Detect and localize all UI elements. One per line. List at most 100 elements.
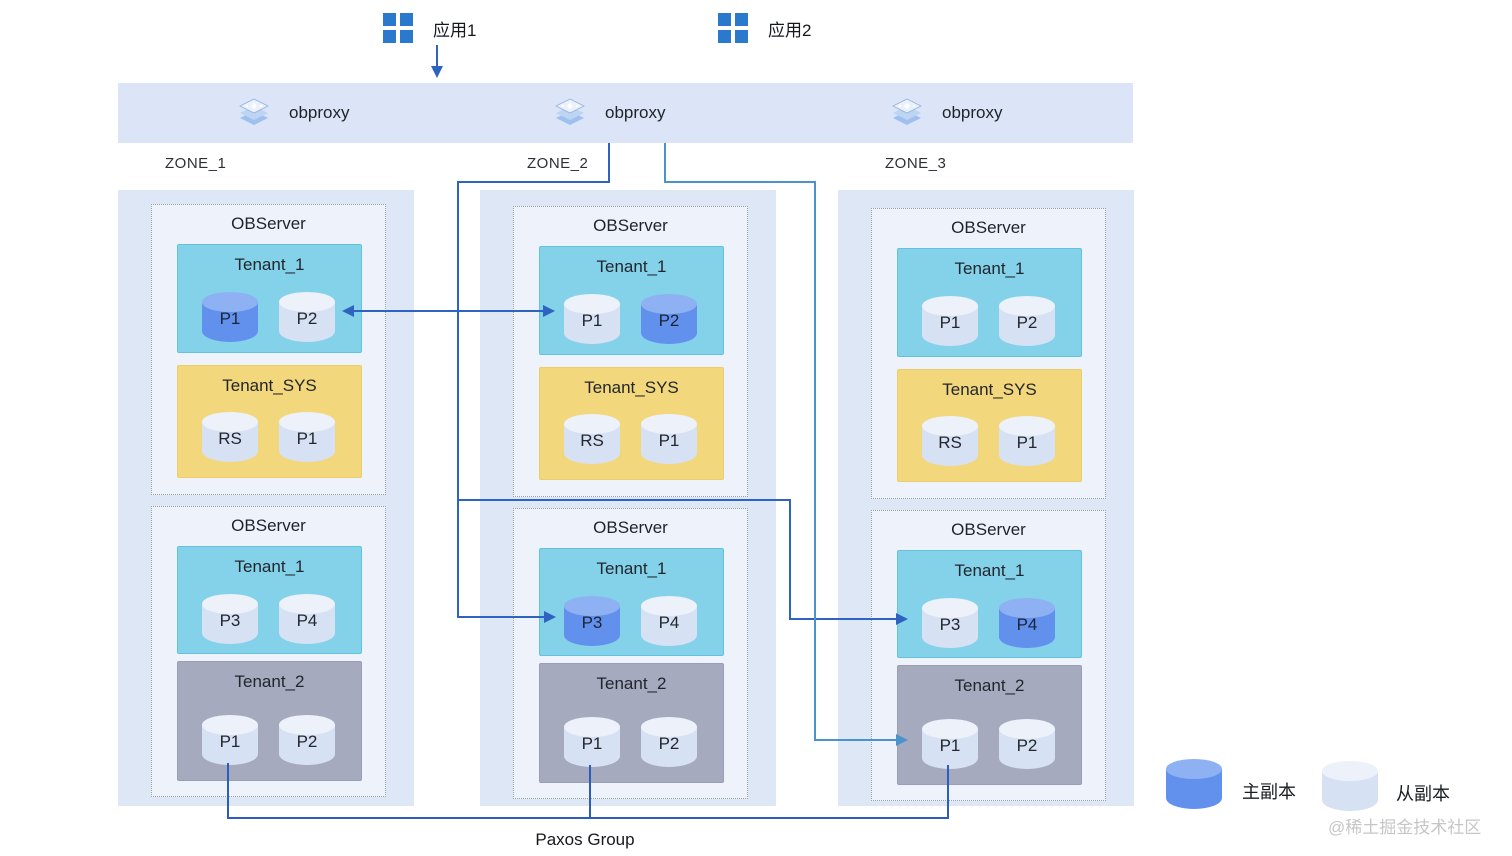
cylinder-top [999,719,1055,739]
observer-title: OBServer [231,516,306,535]
replica-label: P1 [219,309,241,328]
arrow-app1-to-obproxy [431,45,443,78]
replica-cylinder: P2 [279,715,335,765]
obproxy-2: obproxy [553,83,665,143]
tenant-box: Tenant_SYS RS P1 [897,369,1082,482]
cylinder-top [564,717,620,737]
cylinder-top [279,715,335,735]
obproxy-layers-icon [555,98,585,125]
tenant-box: Tenant_1 P3 P4 [177,546,362,654]
replica-label: P1 [219,732,241,751]
tenant-box: Tenant_1 P1 P2 [897,248,1082,357]
replica-label: P1 [939,313,961,332]
replica-cylinder: P2 [641,294,697,344]
tenant-box: Tenant_2 P1 P2 [177,661,362,781]
cylinder-top [279,594,335,614]
observer-title: OBServer [951,218,1026,237]
cylinder-top [202,412,258,432]
zone-3-label: ZONE_3 [885,155,947,172]
zone-1-container: OBServer Tenant_1 P1 P2 Tenant_SYS RS [118,190,414,806]
obproxy-label: obproxy [289,103,350,122]
cylinder-top [202,715,258,735]
obproxy-band: obproxy obproxy obproxy [118,83,1133,143]
tenant-name: Tenant_1 [954,561,1025,580]
tenant-name: Tenant_2 [596,674,667,693]
replica-cylinder: P2 [279,292,335,342]
app-2-label: 应用2 [768,20,812,40]
replica-label: P4 [658,613,680,632]
cylinder-top [279,412,335,432]
legend-primary-label: 主副本 [1242,782,1296,802]
tenant-name: Tenant_1 [596,559,667,578]
replica-cylinder: P1 [641,414,697,464]
obproxy-1: obproxy [237,83,349,143]
legend-follower-label: 从副本 [1396,784,1450,804]
tenant-box: Tenant_1 P3 P4 [539,548,724,656]
replica-label: P2 [658,311,680,330]
replica-cylinder: P4 [279,594,335,644]
app-1: 应用1 [383,12,476,44]
watermark: @稀土掘金技术社区 [1328,818,1482,837]
replica-cylinder: P2 [999,296,1055,346]
cylinder-top [1322,761,1378,781]
observer-title: OBServer [593,518,668,537]
zone-1-label: ZONE_1 [165,155,227,172]
tenant-name: Tenant_SYS [584,378,679,397]
replica-label: P1 [1016,433,1038,452]
cylinder-top [279,292,335,312]
cylinder-top [202,594,258,614]
tenant-name: Tenant_SYS [222,376,317,395]
observer-box: OBServer Tenant_1 P3 P4 Tenant_2 P1 [871,510,1106,801]
replica-label: P2 [1016,736,1038,755]
observer-box: OBServer Tenant_1 P1 P2 Tenant_SYS RS [151,204,386,495]
cylinder-top [999,296,1055,316]
replica-cylinder: P2 [999,719,1055,769]
replica-label: P4 [296,611,318,630]
cylinder-top [202,292,258,312]
cylinder-top [922,296,978,316]
replica-cylinder: RS [922,416,978,466]
obproxy-3: obproxy [890,83,1002,143]
app-grid-icon [718,13,748,43]
obproxy-label: obproxy [605,103,666,122]
tenant-box: Tenant_1 P3 P4 [897,550,1082,658]
app-grid-icon [383,13,413,43]
replica-label: RS [938,433,962,452]
replica-label: RS [580,431,604,450]
app-1-label: 应用1 [433,20,477,40]
observer-box: OBServer Tenant_1 P1 P2 Tenant_SYS RS [513,206,748,497]
replica-label: P3 [581,613,603,632]
tenant-name: Tenant_2 [234,672,305,691]
replica-label: P1 [939,736,961,755]
obproxy-layers-icon [239,98,269,125]
zone-3-container: OBServer Tenant_1 P1 P2 Tenant_SYS RS [838,190,1134,806]
replica-label: P2 [658,734,680,753]
tenant-box: Tenant_2 P1 P2 [897,665,1082,785]
paxos-group-label: Paxos Group [535,830,635,849]
observer-box: OBServer Tenant_1 P3 P4 Tenant_2 P1 [151,506,386,797]
tenant-box: Tenant_SYS RS P1 [539,367,724,480]
replica-cylinder: P1 [922,719,978,769]
tenant-name: Tenant_1 [954,259,1025,278]
cylinder-top [1166,759,1222,779]
replica-cylinder: P3 [564,596,620,646]
replica-label: P3 [219,611,241,630]
replica-cylinder: P1 [279,412,335,462]
replica-cylinder: P3 [202,594,258,644]
replica-cylinder: P4 [641,596,697,646]
replica-label: P4 [1016,615,1038,634]
observer-box: OBServer Tenant_1 P1 P2 Tenant_SYS RS [871,208,1106,499]
app-2: 应用2 [718,12,811,44]
replica-cylinder: P2 [641,717,697,767]
obproxy-label: obproxy [942,103,1003,122]
replica-label: P2 [296,732,318,751]
replica-label: P1 [296,429,318,448]
replica-label: RS [218,429,242,448]
replica-label: P1 [658,431,680,450]
replica-cylinder: P4 [999,598,1055,648]
tenant-name: Tenant_1 [234,557,305,576]
cylinder-top [999,598,1055,618]
zone-2-label: ZONE_2 [527,155,589,172]
replica-cylinder: P1 [999,416,1055,466]
